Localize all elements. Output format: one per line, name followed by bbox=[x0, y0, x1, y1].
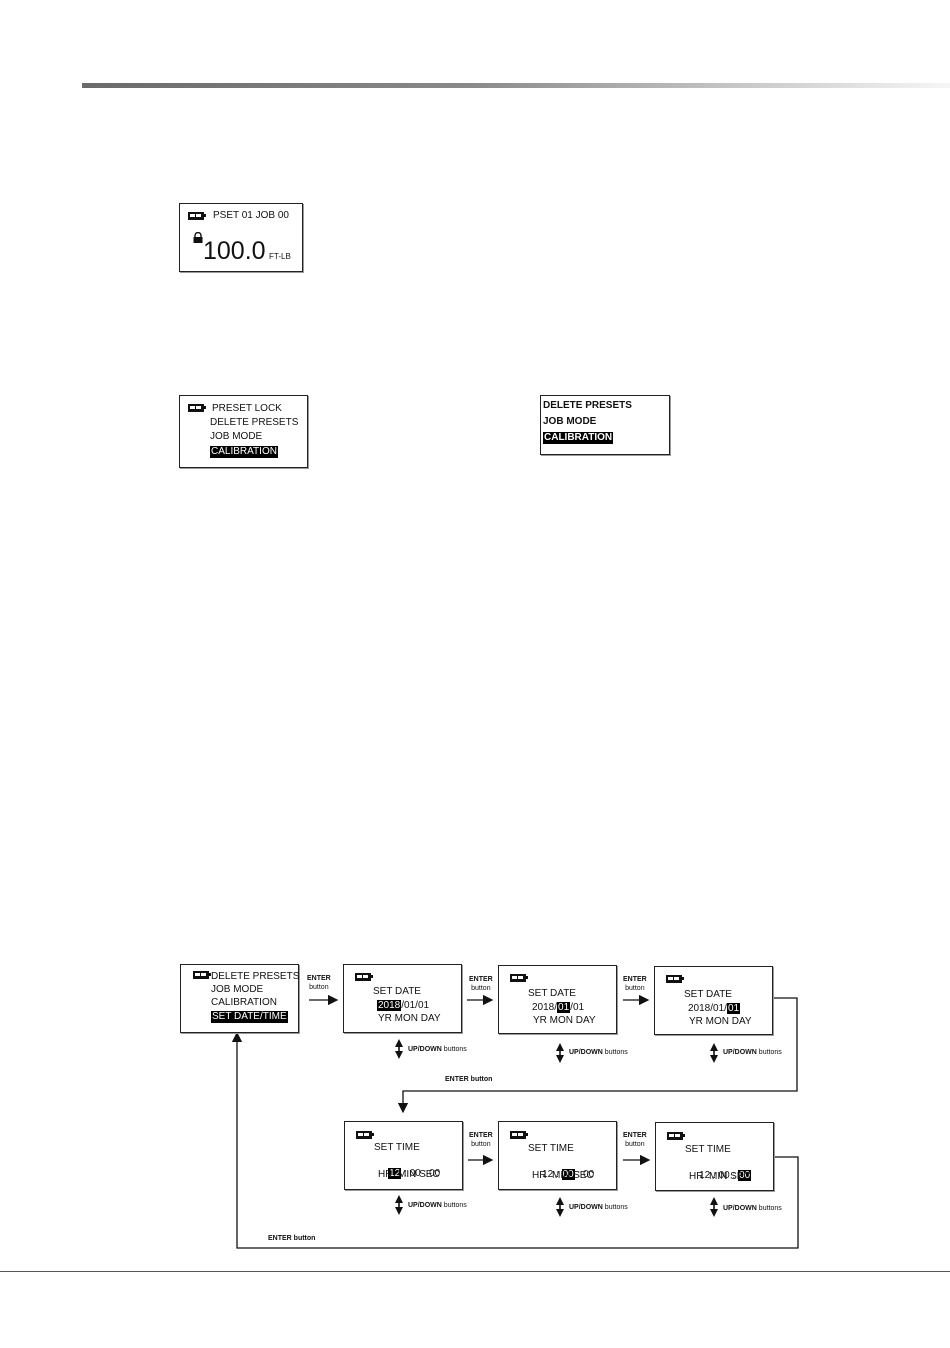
enter-button-return-label: ENTER button bbox=[445, 1076, 493, 1083]
updown-buttons-label: UP/DOWN buttons bbox=[569, 1204, 628, 1211]
date-labels: YR MON DAY bbox=[378, 1013, 441, 1024]
lcd-set-date-year: SET DATE 2018/01/01 YR MON DAY bbox=[343, 964, 462, 1033]
time-minute-selected: 00 bbox=[561, 1169, 575, 1180]
main-unit: FT-LB bbox=[269, 252, 291, 261]
lcd-set-time-minute: SET TIME 12 : 00 : 00 HR MIN SEC bbox=[498, 1121, 617, 1190]
time-labels: HR MIN SEC bbox=[378, 1169, 440, 1180]
battery-icon bbox=[667, 1132, 685, 1140]
time-value: 12 : 00 : 00 bbox=[542, 1169, 595, 1180]
set-time-title: SET TIME bbox=[685, 1144, 731, 1155]
lcd-main-screen: PSET 01 JOB 00 100.0 FT-LB bbox=[179, 203, 303, 272]
updown-buttons-label: UP/DOWN buttons bbox=[408, 1202, 467, 1209]
battery-icon bbox=[188, 212, 206, 220]
battery-icon bbox=[188, 404, 206, 412]
lcd-set-date-day: SET DATE 2018/01/01 YR MON DAY bbox=[654, 966, 773, 1035]
header-rule bbox=[82, 83, 950, 88]
date-value: 2018/01/01 bbox=[532, 1002, 585, 1013]
set-date-title: SET DATE bbox=[684, 989, 732, 1000]
lcd-set-date-month: SET DATE 2018/01/01 YR MON DAY bbox=[498, 965, 617, 1034]
time-value: 12 : 00 : 00 bbox=[388, 1168, 441, 1179]
updown-buttons-label: UP/DOWN buttons bbox=[723, 1205, 782, 1212]
lcd-menu-b: DELETE PRESETS JOB MODE CALIBRATION bbox=[540, 395, 670, 455]
flow-menu-item-delete-presets: DELETE PRESETS bbox=[211, 971, 300, 982]
time-labels: HR MIN SEC bbox=[532, 1170, 594, 1181]
menu-a-item-job-mode: JOB MODE bbox=[210, 431, 263, 442]
updown-buttons-label: UP/DOWN buttons bbox=[408, 1046, 467, 1053]
menu-b-item-calibration: CALIBRATION bbox=[543, 432, 614, 444]
footer-rule bbox=[0, 1271, 950, 1272]
lcd-flow-menu: DELETE PRESETS JOB MODE CALIBRATION SET … bbox=[180, 964, 299, 1033]
menu-b-item-delete-presets: DELETE PRESETS bbox=[543, 400, 632, 411]
time-hour-selected: 12 bbox=[388, 1168, 402, 1179]
main-value: 100.0 bbox=[203, 237, 266, 265]
menu-b-item-job-mode: JOB MODE bbox=[543, 416, 597, 427]
lcd-set-time-hour: SET TIME 12 : 00 : 00 HR MIN SEC bbox=[344, 1121, 463, 1190]
lcd-set-time-second: SET TIME 12 : 00 : 00 HR MIN SEC bbox=[655, 1122, 774, 1191]
time-value: 12 : 00 : 00 bbox=[699, 1170, 752, 1181]
menu-a-item-calibration: CALIBRATION bbox=[210, 446, 278, 458]
battery-icon bbox=[510, 1131, 528, 1139]
set-date-title: SET DATE bbox=[373, 986, 421, 997]
date-day-selected: 01 bbox=[726, 1003, 741, 1014]
enter-button-return-label: ENTER button bbox=[268, 1235, 316, 1242]
updown-buttons-label: UP/DOWN buttons bbox=[723, 1049, 782, 1056]
flow-menu-item-calibration: CALIBRATION bbox=[211, 997, 277, 1008]
time-second-selected: 00 bbox=[738, 1170, 752, 1181]
lock-icon bbox=[193, 232, 203, 243]
date-year-selected: 2018 bbox=[377, 1000, 402, 1011]
battery-icon bbox=[193, 971, 211, 979]
flow-menu-item-job-mode: JOB MODE bbox=[211, 984, 264, 995]
menu-a-item-preset-lock: PRESET LOCK bbox=[212, 403, 282, 414]
time-labels: HR MIN SEC bbox=[689, 1171, 751, 1182]
flow-menu-item-set-date-time: SET DATE/TIME bbox=[211, 1011, 288, 1023]
battery-icon bbox=[510, 974, 528, 982]
menu-a-item-delete-presets: DELETE PRESETS bbox=[210, 417, 299, 428]
lcd-menu-a: PRESET LOCK DELETE PRESETS JOB MODE CALI… bbox=[179, 395, 308, 468]
main-header: PSET 01 JOB 00 bbox=[213, 210, 289, 221]
set-time-title: SET TIME bbox=[374, 1142, 420, 1153]
battery-icon bbox=[355, 973, 373, 981]
updown-buttons-label: UP/DOWN buttons bbox=[569, 1049, 628, 1056]
date-labels: YR MON DAY bbox=[533, 1015, 596, 1026]
set-time-title: SET TIME bbox=[528, 1143, 574, 1154]
date-value: 2018/01/01 bbox=[688, 1003, 741, 1014]
battery-icon bbox=[666, 975, 684, 983]
date-labels: YR MON DAY bbox=[689, 1016, 752, 1027]
set-date-title: SET DATE bbox=[528, 988, 576, 999]
date-value: 2018/01/01 bbox=[377, 1000, 430, 1011]
battery-icon bbox=[356, 1131, 374, 1139]
date-month-selected: 01 bbox=[557, 1002, 571, 1013]
